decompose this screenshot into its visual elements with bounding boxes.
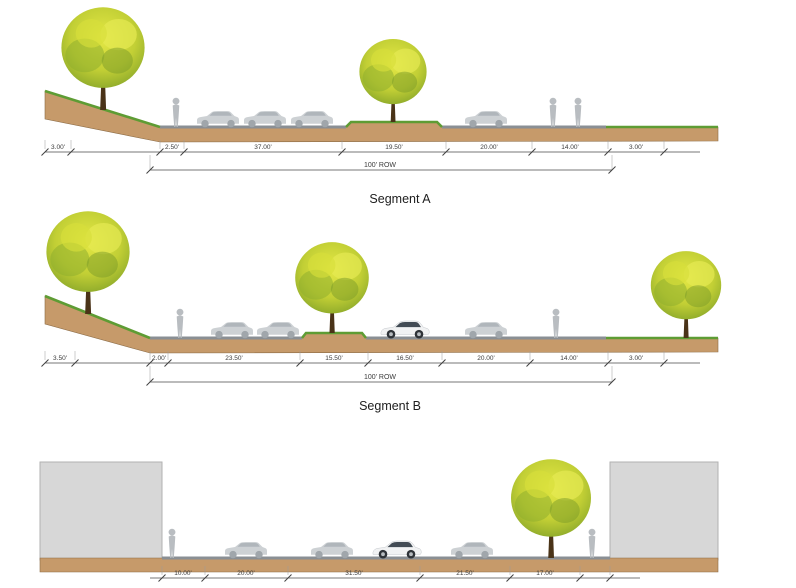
segment-a-diagram: 3.00' 2.50' 37.00' 19.50' 20.00' 14.00' … <box>41 7 719 206</box>
car <box>451 542 493 559</box>
dimension-label: 3.00' <box>51 144 65 151</box>
dimension-tick <box>364 350 372 367</box>
dimension-label: 16.50' <box>396 355 414 362</box>
earth-profile <box>39 557 719 573</box>
dimension-tick <box>67 139 75 156</box>
dimension-label: 14.00' <box>561 144 579 151</box>
dimension-label: 3.00' <box>629 355 643 362</box>
dimension-label: 20.00' <box>480 144 498 151</box>
row-label: 100' ROW <box>364 162 396 169</box>
pedestrian-figure <box>172 97 180 127</box>
dimension-label: 14.00' <box>560 355 578 362</box>
earth-profile <box>44 295 719 354</box>
car <box>211 322 253 339</box>
dimension-label: 3.50' <box>53 355 67 362</box>
car <box>465 322 507 339</box>
tree <box>61 7 145 111</box>
dimension-tick <box>604 350 612 367</box>
dimension-label: 31.50' <box>345 570 363 577</box>
dimension-label: 3.00' <box>629 144 643 151</box>
dimension-label: 15.50' <box>325 355 343 362</box>
dimension-label: 37.00' <box>254 144 272 151</box>
pedestrian-figure <box>176 308 184 338</box>
dimension-tick <box>438 350 446 367</box>
tree <box>511 459 591 558</box>
dimension-label: 2.00' <box>152 355 166 362</box>
car <box>465 111 507 128</box>
pedestrian-figure <box>549 97 557 127</box>
pedestrian-figure <box>588 528 596 558</box>
dimension-tick <box>660 139 668 156</box>
row-label: 100' ROW <box>364 374 396 381</box>
car-sedan <box>372 540 422 559</box>
grass-surface <box>44 294 718 340</box>
segment-title: Segment A <box>369 192 431 206</box>
car <box>257 322 299 339</box>
dimension-label: 2.50' <box>165 144 179 151</box>
dimension-label: 21.50' <box>456 570 474 577</box>
tree <box>650 251 722 338</box>
dimension-label: 17.00' <box>536 570 554 577</box>
dimension-tick <box>41 139 49 156</box>
segment-b-diagram: 3.50' 2.00' 23.50' 15.50' 16.50' 20.00' … <box>41 211 722 413</box>
segment-title: Segment B <box>359 399 421 413</box>
segment-c-diagram: 10.00' 20.00' 31.50' 21.50' 17.00' <box>39 459 719 582</box>
car <box>291 111 333 128</box>
dimension-tick <box>338 139 346 156</box>
tree <box>295 242 369 333</box>
dimension-label: 23.50' <box>225 355 243 362</box>
dimension-label: 20.00' <box>477 355 495 362</box>
dimension-tick <box>528 139 536 156</box>
dimension-label: 19.50' <box>385 144 403 151</box>
pedestrian-figure <box>574 97 582 127</box>
dimension-tick <box>156 139 164 156</box>
dimension-tick <box>71 350 79 367</box>
car-sedan <box>380 320 430 339</box>
dimension-tick <box>660 350 668 367</box>
dimension-tick <box>180 139 188 156</box>
dimension-label: 10.00' <box>174 570 192 577</box>
car <box>225 542 267 559</box>
pedestrian-figure <box>552 308 560 338</box>
tree <box>359 39 427 122</box>
dimension-tick <box>526 350 534 367</box>
pedestrian-figure <box>168 528 176 558</box>
dimension-tick <box>41 350 49 367</box>
building-block <box>39 461 163 561</box>
tree <box>46 211 130 314</box>
dimension-tick <box>604 139 612 156</box>
dimension-tick <box>296 350 304 367</box>
car <box>244 111 286 128</box>
car <box>311 542 353 559</box>
dimension-label: 20.00' <box>237 570 255 577</box>
dimension-tick <box>442 139 450 156</box>
building-block <box>609 461 719 561</box>
car <box>197 111 239 128</box>
